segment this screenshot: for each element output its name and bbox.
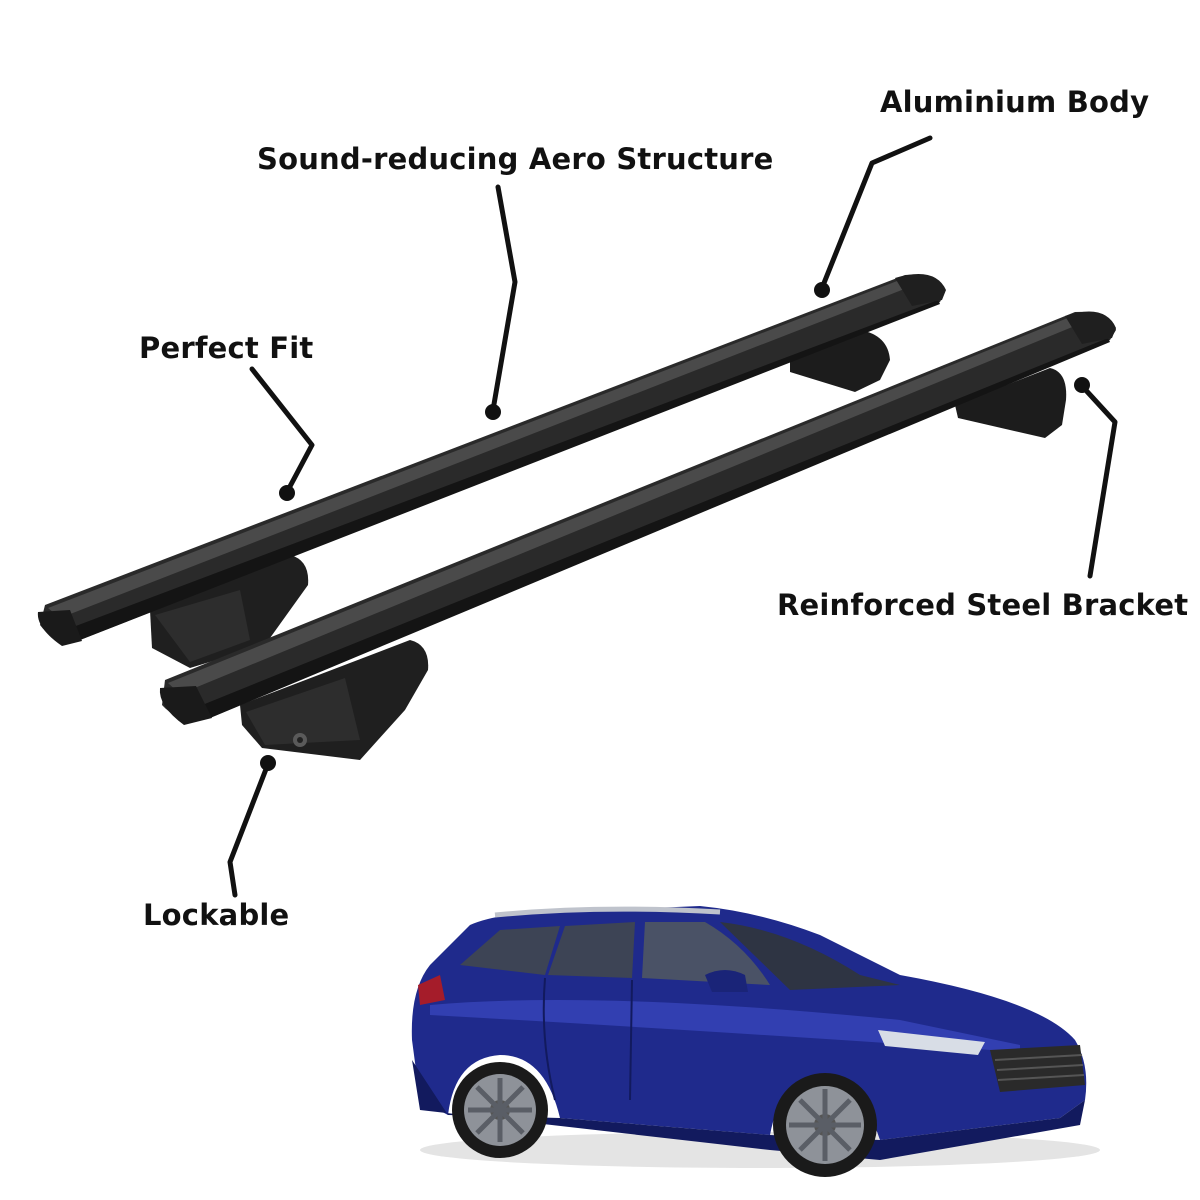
car-side-window-front bbox=[642, 922, 770, 985]
estate-car-image bbox=[411, 906, 1100, 1177]
dot-aero-structure bbox=[485, 404, 501, 420]
label-perfect-fit: Perfect Fit bbox=[139, 331, 314, 365]
label-aero-structure: Sound-reducing Aero Structure bbox=[257, 142, 774, 176]
bracket-foot-upper-right bbox=[790, 330, 890, 392]
leader-aero-structure bbox=[490, 184, 518, 413]
car-windscreen bbox=[720, 922, 900, 990]
car-headlight bbox=[878, 1030, 985, 1055]
dot-aluminium-body bbox=[814, 282, 830, 298]
car-rear-window bbox=[460, 926, 560, 975]
roof-bar-upper bbox=[37, 274, 946, 668]
label-aluminium-body: Aluminium Body bbox=[880, 85, 1150, 119]
car-front-wheel bbox=[773, 1073, 877, 1177]
crossbar-upper bbox=[40, 274, 945, 641]
leader-dots bbox=[260, 282, 1090, 771]
leader-perfect-fit bbox=[249, 366, 315, 495]
dot-reinforced-bracket bbox=[1074, 377, 1090, 393]
dot-lockable bbox=[260, 755, 276, 771]
leader-lines bbox=[227, 135, 1118, 898]
car-side-window-rear bbox=[548, 922, 635, 978]
leader-aluminium-body bbox=[819, 135, 933, 291]
label-lockable: Lockable bbox=[143, 898, 290, 932]
label-reinforced-bracket: Reinforced Steel Bracket bbox=[777, 588, 1189, 622]
leader-reinforced-bracket bbox=[1079, 383, 1118, 579]
leader-lockable bbox=[227, 761, 271, 898]
crossbar-lower bbox=[162, 311, 1116, 720]
bracket-foot-lower-right bbox=[955, 368, 1067, 438]
car-rear-wheel bbox=[452, 1062, 548, 1158]
dot-perfect-fit bbox=[279, 485, 295, 501]
roof-bar-lower bbox=[159, 311, 1116, 760]
